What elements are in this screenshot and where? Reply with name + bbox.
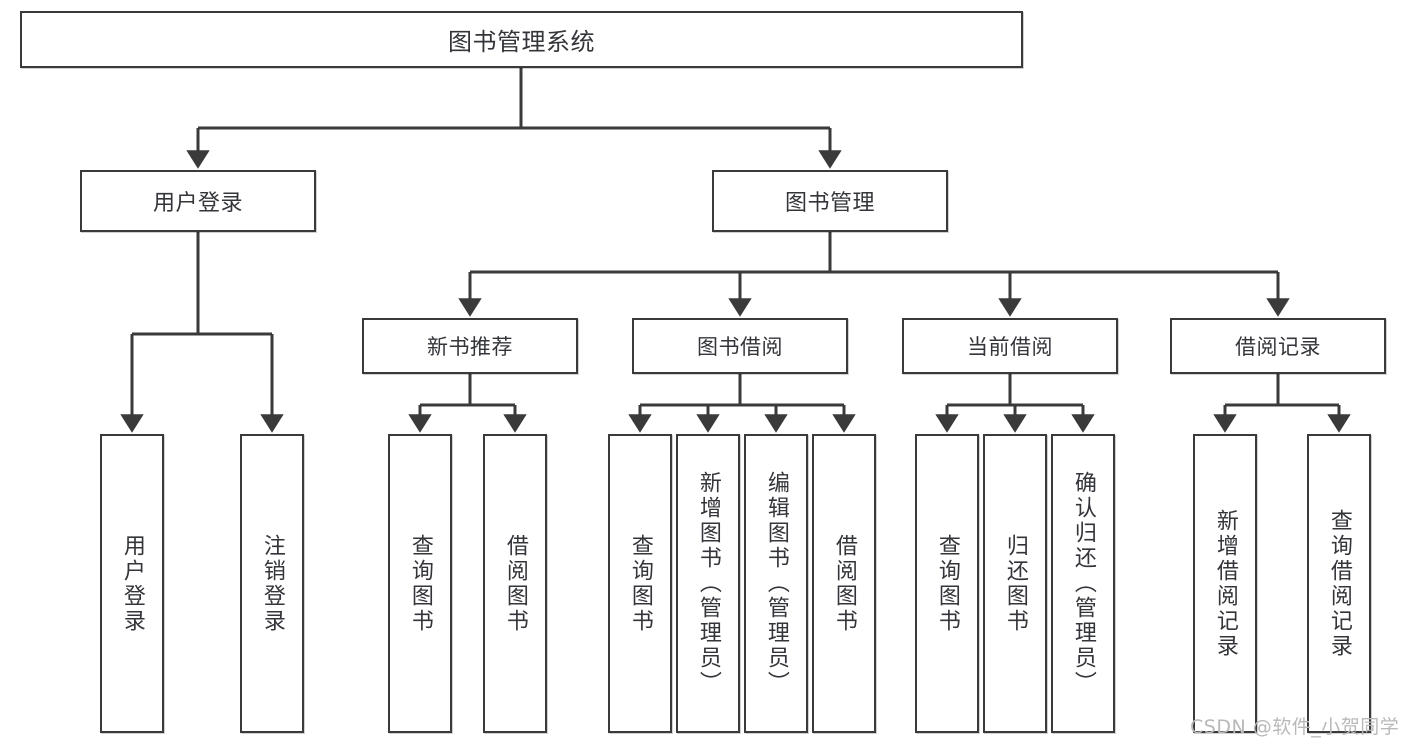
node-label: 归还图书 xyxy=(1002,533,1028,634)
node-label: 确认归还（管理员） xyxy=(1070,471,1096,696)
node-label: 查询图书 xyxy=(934,533,960,634)
node-label: 借阅记录 xyxy=(1235,335,1321,359)
node-label: 当前借阅 xyxy=(967,335,1053,359)
node-leaf-borrow-book-2[interactable]: 借阅图书 xyxy=(812,434,876,733)
node-leaf-query-book-2[interactable]: 查询图书 xyxy=(608,434,672,733)
node-label: 图书管理系统 xyxy=(448,28,595,56)
node-leaf-user-logout[interactable]: 注销登录 xyxy=(240,434,304,733)
node-borrow-record[interactable]: 借阅记录 xyxy=(1170,318,1386,374)
node-label: 注销登录 xyxy=(259,533,285,634)
node-leaf-query-book-1[interactable]: 查询图书 xyxy=(388,434,452,733)
watermark-text: CSDN @软件_小贺同学 xyxy=(1190,716,1400,738)
node-new-book-rec[interactable]: 新书推荐 xyxy=(362,318,578,374)
node-leaf-add-book[interactable]: 新增图书（管理员） xyxy=(676,434,740,733)
node-leaf-borrow-book-1[interactable]: 借阅图书 xyxy=(483,434,547,733)
node-leaf-return-book[interactable]: 归还图书 xyxy=(983,434,1047,733)
node-leaf-query-record[interactable]: 查询借阅记录 xyxy=(1307,434,1371,733)
node-label: 用户登录 xyxy=(119,533,145,634)
node-label: 新增图书（管理员） xyxy=(695,471,721,696)
node-book-borrow[interactable]: 图书借阅 xyxy=(632,318,848,374)
node-leaf-query-book-3[interactable]: 查询图书 xyxy=(915,434,979,733)
node-leaf-edit-book[interactable]: 编辑图书（管理员） xyxy=(744,434,808,733)
node-current-borrow[interactable]: 当前借阅 xyxy=(902,318,1118,374)
node-label: 用户登录 xyxy=(152,191,243,216)
node-label: 编辑图书（管理员） xyxy=(763,471,789,696)
node-leaf-add-record[interactable]: 新增借阅记录 xyxy=(1193,434,1257,733)
node-label: 新增借阅记录 xyxy=(1212,508,1238,659)
node-leaf-confirm-return[interactable]: 确认归还（管理员） xyxy=(1051,434,1115,733)
node-label: 查询借阅记录 xyxy=(1326,508,1352,659)
node-book-manage[interactable]: 图书管理 xyxy=(712,170,948,232)
node-user-login[interactable]: 用户登录 xyxy=(80,170,316,232)
node-label: 借阅图书 xyxy=(502,533,528,634)
node-label: 查询图书 xyxy=(407,533,433,634)
node-label: 查询图书 xyxy=(627,533,653,634)
node-label: 图书管理 xyxy=(784,191,875,216)
node-leaf-user-login[interactable]: 用户登录 xyxy=(100,434,164,733)
node-label: 图书借阅 xyxy=(697,335,783,359)
node-label: 新书推荐 xyxy=(427,335,513,359)
node-label: 借阅图书 xyxy=(831,533,857,634)
node-root-system[interactable]: 图书管理系统 xyxy=(20,11,1023,68)
